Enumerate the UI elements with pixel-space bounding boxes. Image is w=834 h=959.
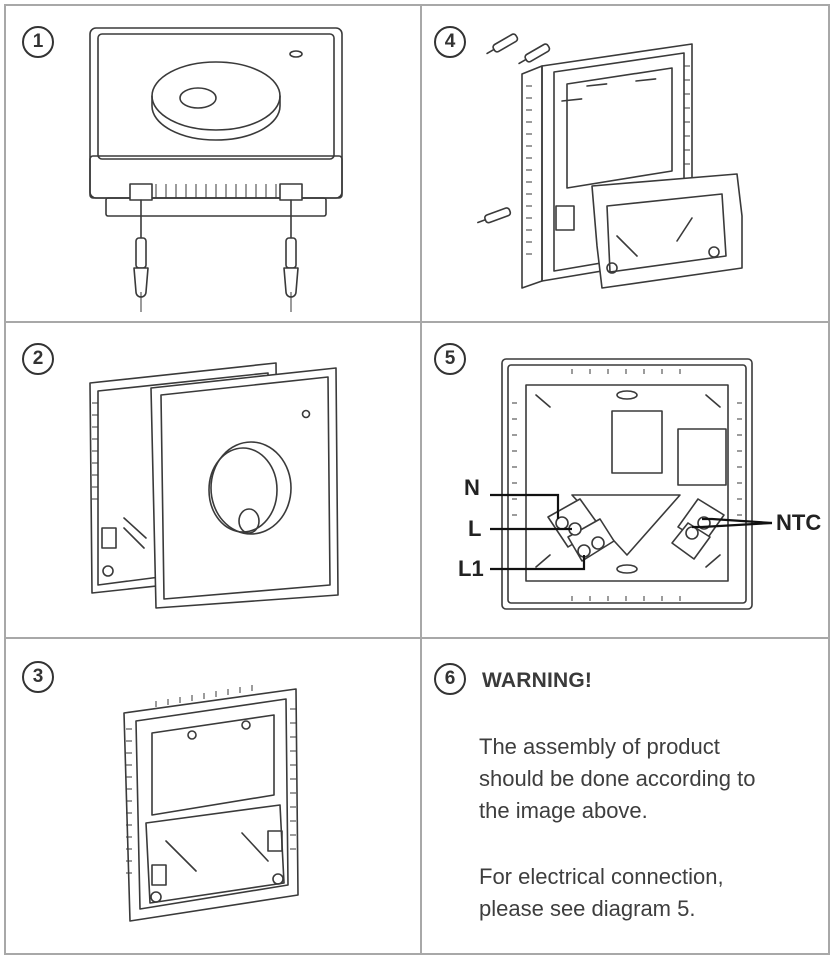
step-number-badge: 5 [434, 343, 466, 375]
warning-paragraph-electrical: For electrical connection, please see di… [479, 861, 819, 925]
wiring-diagram: N L L1 NTC [458, 358, 821, 610]
panel-step-2: 2 [6, 323, 420, 637]
wire-label-l1: L1 [458, 556, 484, 581]
back-box-wall-mounting-illustration [477, 33, 743, 289]
wire-label-ntc: NTC [776, 510, 821, 535]
step-number-badge: 1 [22, 26, 54, 58]
step-number-badge: 6 [434, 663, 466, 695]
warning-text-line: the image above. [479, 798, 648, 823]
right-terminal-block [671, 498, 725, 560]
wire-label-n: N [464, 475, 480, 500]
step-number-badge: 4 [434, 26, 466, 58]
grid-divider-horizontal [6, 321, 828, 323]
step-number-badge: 2 [22, 343, 54, 375]
wire-label-l: L [468, 516, 481, 541]
grid-divider-vertical [420, 6, 422, 953]
panel-step-3: 3 [6, 639, 420, 953]
warning-text-line: should be done according to [479, 766, 756, 791]
warning-text-line: please see diagram 5. [479, 896, 696, 921]
back-box-rear-view-illustration [123, 685, 299, 922]
warning-text-line: The assembly of product [479, 734, 720, 759]
panel-step-5: 5 [422, 323, 830, 637]
instruction-grid: 1 4 [4, 4, 830, 955]
warning-paragraph-assembly: The assembly of product should be done a… [479, 731, 819, 827]
panel-step-4: 4 [422, 6, 830, 321]
grid-divider-horizontal [6, 637, 828, 639]
step-number-badge: 3 [22, 661, 54, 693]
warning-text-line: For electrical connection, [479, 864, 724, 889]
thermostat-front-with-screws-illustration [89, 27, 343, 312]
warning-title: WARNING! [482, 669, 593, 692]
panel-step-6-warning: 6 WARNING! The assembly of product shoul… [422, 639, 830, 953]
panel-step-1: 1 [6, 6, 420, 321]
front-cover-attaching-illustration [89, 362, 339, 609]
